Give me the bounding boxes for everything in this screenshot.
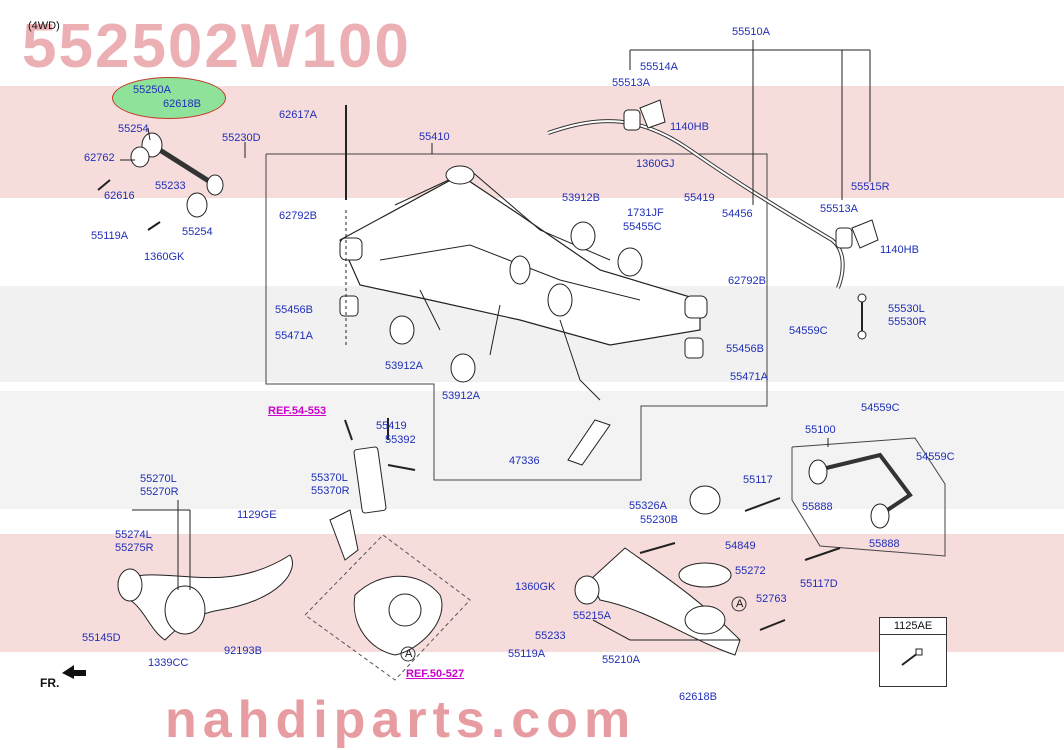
callout-55210a[interactable]: 55210A [602,654,640,666]
trailing-arm [117,554,293,641]
callout-labels: 55254 62762 62616 55233 55254 55119A 136… [82,26,955,703]
callout-55513a[interactable]: 55513A [612,77,650,89]
callout-55100[interactable]: 55100 [805,424,836,436]
callout-1140hb[interactable]: 1140HB [880,244,919,256]
callout-55270l[interactable]: 55270L [140,473,177,485]
callout-1360gk[interactable]: 1360GK [515,581,556,593]
front-direction-label: FR. [40,676,60,690]
callout-55471a[interactable]: 55471A [275,330,313,342]
subframe-group-outline [265,153,768,481]
callout-55510a[interactable]: 55510A [732,26,770,38]
callout-62762[interactable]: 62762 [84,152,115,164]
inset-title: 1125AE [880,618,946,635]
bolt-icon [901,648,923,666]
highlighted-part-oval[interactable]: 55250A 62618B [112,77,226,119]
callout-1731jf[interactable]: 1731JF [627,207,664,219]
callout-1140hb[interactable]: 1140HB [670,121,709,133]
highlight-label-a[interactable]: 55250A [133,84,171,96]
upper-arm-group-outline [791,437,946,557]
callout-55419[interactable]: 55419 [684,192,715,204]
callout-55275r[interactable]: 55275R [115,542,154,554]
callout-92193b[interactable]: 92193B [224,645,262,657]
marker-circles [400,596,747,662]
highlight-label-b[interactable]: 62618B [163,98,201,110]
callout-55392[interactable]: 55392 [385,434,416,446]
callout-55230d[interactable]: 55230D [222,132,261,144]
callout-62618b[interactable]: 62618B [679,691,717,703]
marker-a: A [405,648,413,660]
callout-1129ge[interactable]: 1129GE [237,509,277,521]
callout-55254[interactable]: 55254 [182,226,213,238]
lateral-arm [817,452,913,517]
callout-55530l[interactable]: 55530L [888,303,925,315]
callout-52763[interactable]: 52763 [756,593,787,605]
callout-55233[interactable]: 55233 [535,630,566,642]
callout-55530r[interactable]: 55530R [888,316,927,328]
shock-absorber-body [353,446,387,514]
callout-55230b[interactable]: 55230B [640,514,678,526]
upper-arm [150,142,217,188]
callout-62792b[interactable]: 62792B [279,210,317,222]
reference-50-527[interactable]: REF.50-527 [406,668,465,680]
callout-62792b[interactable]: 62792B [728,275,766,287]
callout-55119a[interactable]: 55119A [508,648,546,660]
front-arrow-icon [62,665,86,679]
callout-55233[interactable]: 55233 [155,180,186,192]
callout-53912a[interactable]: 53912A [385,360,423,372]
callout-47336[interactable]: 47336 [509,455,540,467]
part-number-watermark: 552502W100 [22,12,411,81]
callout-1360gj[interactable]: 1360GJ [636,158,675,170]
callout-54456[interactable]: 54456 [722,208,753,220]
watermark-band-mid [0,391,1064,509]
brace-47336 [567,419,611,466]
callout-55215a[interactable]: 55215A [573,610,611,622]
callout-54559c[interactable]: 54559C [861,402,900,414]
callout-62616[interactable]: 62616 [104,190,135,202]
callout-55410[interactable]: 55410 [419,131,450,143]
callout-55145d[interactable]: 55145D [82,632,121,644]
callout-55513a[interactable]: 55513A [820,203,858,215]
exploded-parts-diagram [97,40,946,681]
callout-55326a[interactable]: 55326A [629,500,667,512]
callout-1360gk[interactable]: 1360GK [144,251,185,263]
callout-55456b[interactable]: 55456B [726,343,764,355]
callout-55514a[interactable]: 55514A [640,61,678,73]
callout-55419[interactable]: 55419 [376,420,407,432]
callout-55270r[interactable]: 55270R [140,486,179,498]
callout-55471a[interactable]: 55471A [730,371,768,383]
variant-label: (4WD) [28,20,60,32]
callout-55119a[interactable]: 55119A [91,230,129,242]
callout-54849[interactable]: 54849 [725,540,756,552]
callout-55455c[interactable]: 55455C [623,221,662,233]
callout-55117[interactable]: 55117 [743,474,773,486]
callout-55370r[interactable]: 55370R [311,485,350,497]
marker-a: A [736,598,744,610]
callout-55888[interactable]: 55888 [869,538,900,550]
callout-1339cc[interactable]: 1339CC [148,657,189,669]
callout-53912a[interactable]: 53912A [442,390,480,402]
callout-62617a[interactable]: 62617A [279,109,317,121]
callout-55117d[interactable]: 55117D [800,578,838,590]
callout-55370l[interactable]: 55370L [311,472,348,484]
knuckle-dashed-region [304,534,471,681]
inset-part-box[interactable]: 1125AE [879,617,947,687]
callout-53912b[interactable]: 53912B [562,192,600,204]
callout-55888[interactable]: 55888 [802,501,833,513]
callout-55272[interactable]: 55272 [735,565,766,577]
callout-55456b[interactable]: 55456B [275,304,313,316]
callout-55274l[interactable]: 55274L [115,529,152,541]
footer-watermark: nahdiparts.com [165,691,637,749]
callout-54559c[interactable]: 54559C [789,325,828,337]
callout-54559c[interactable]: 54559C [916,451,955,463]
callout-55515r[interactable]: 55515R [851,181,890,193]
reference-54-553[interactable]: REF.54-553 [268,405,327,417]
callout-55254[interactable]: 55254 [118,123,149,135]
